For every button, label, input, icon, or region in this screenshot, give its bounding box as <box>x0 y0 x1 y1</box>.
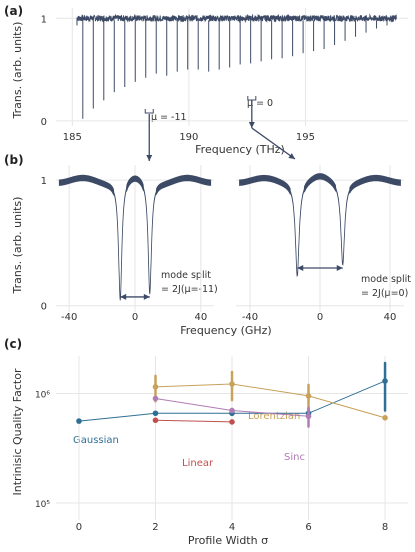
mode-split-right-line2: = 2J(μ=0) <box>361 288 408 299</box>
series-label-lorentzian: Lorentzian <box>248 411 300 422</box>
series-point-gaussian <box>152 410 159 417</box>
series-line-linear <box>155 419 233 423</box>
panel-c-x-tick-label: 6 <box>305 522 311 533</box>
mode-split-right-line1: mode split <box>361 274 411 285</box>
panel-a-transmission-trace <box>76 13 397 24</box>
arrow-mu-minus-11-head <box>146 155 153 161</box>
panel-c-x-tick-label: 2 <box>152 522 158 533</box>
series-point-linear <box>229 419 235 425</box>
panel-b-left-trace <box>58 174 212 301</box>
panel-a-y-tick-label: 1 <box>41 14 47 25</box>
arrow-mu-0-stem-head <box>248 122 255 128</box>
panel-b-x-tick-label: 0 <box>317 312 323 323</box>
panel-b-x-tick-label: -40 <box>242 312 258 323</box>
series-point-sinc <box>152 395 159 402</box>
series-point-sinc <box>305 413 312 420</box>
panel-label-c: (c) <box>4 337 22 351</box>
panel-c-y-label: Intrinisic Quality Factor <box>11 368 24 495</box>
series-point-gaussian <box>382 378 388 384</box>
panel-a-y-tick-label: 0 <box>41 117 47 128</box>
panel-a-y-label: Trans. (arb. units) <box>11 22 24 120</box>
panel-b-y-tick-label: 0 <box>41 302 47 313</box>
series-point-lorentzian <box>152 384 159 390</box>
arrow-mu-0 <box>251 127 296 160</box>
series-point-lorentzian <box>229 381 235 387</box>
panel-b-x-tick-label: 0 <box>132 312 138 323</box>
series-line-lorentzian <box>155 383 386 419</box>
panel-b-right-trace <box>239 173 401 278</box>
annotation-mu-minus-11: μ = -11 <box>151 112 187 123</box>
panel-a-x-label: Frequency (THz) <box>195 143 285 156</box>
series-point-sinc <box>229 407 235 414</box>
mode-split-arrow-left-head <box>120 293 127 300</box>
series-label-linear: Linear <box>182 458 214 469</box>
mode-split-left-line1: mode split <box>161 270 211 281</box>
panel-a-x-tick-label: 190 <box>179 132 198 143</box>
panel-label-b: (b) <box>4 153 24 167</box>
mode-split-arrow-right-head <box>336 265 343 272</box>
panel-b-x-label: Frequency (GHz) <box>180 324 271 337</box>
panel-c-x-label: Profile Width σ <box>188 534 268 547</box>
mode-split-arrow-left-head <box>143 293 150 300</box>
panel-c-x-tick-label: 0 <box>76 522 82 533</box>
series-label-gaussian: Gaussian <box>73 435 119 446</box>
panel-a-bracket <box>144 109 154 114</box>
panel-c-x-tick-label: 8 <box>382 522 388 533</box>
panel-b-x-tick-label: 40 <box>194 312 207 323</box>
panel-b-x-tick-label: 40 <box>384 312 397 323</box>
panel-b-y-label: Trans. (arb. units) <box>11 197 24 295</box>
arrow-mu-0-head <box>288 153 295 159</box>
panel-c-x-tick-label: 4 <box>229 522 235 533</box>
mode-split-arrow-right-head <box>297 265 304 272</box>
mode-split-left-line2: = 2J(μ=-11) <box>161 284 218 295</box>
series-point-lorentzian <box>382 415 388 421</box>
series-label-sinc: Sinc <box>284 452 305 463</box>
panel-b-x-tick-label: -40 <box>61 312 77 323</box>
panel-c-y-tick-label: 10⁶ <box>35 391 50 401</box>
annotation-mu-0: μ = 0 <box>247 98 273 109</box>
panel-a-x-tick-label: 195 <box>296 132 315 143</box>
series-point-linear <box>152 417 159 424</box>
series-point-gaussian <box>76 418 82 424</box>
panel-a-x-tick-label: 185 <box>63 132 82 143</box>
panel-b-y-tick-label: 1 <box>41 176 47 187</box>
panel-label-a: (a) <box>4 4 23 18</box>
panel-c-y-tick-label: 10⁵ <box>35 500 50 510</box>
series-point-lorentzian <box>305 393 312 399</box>
